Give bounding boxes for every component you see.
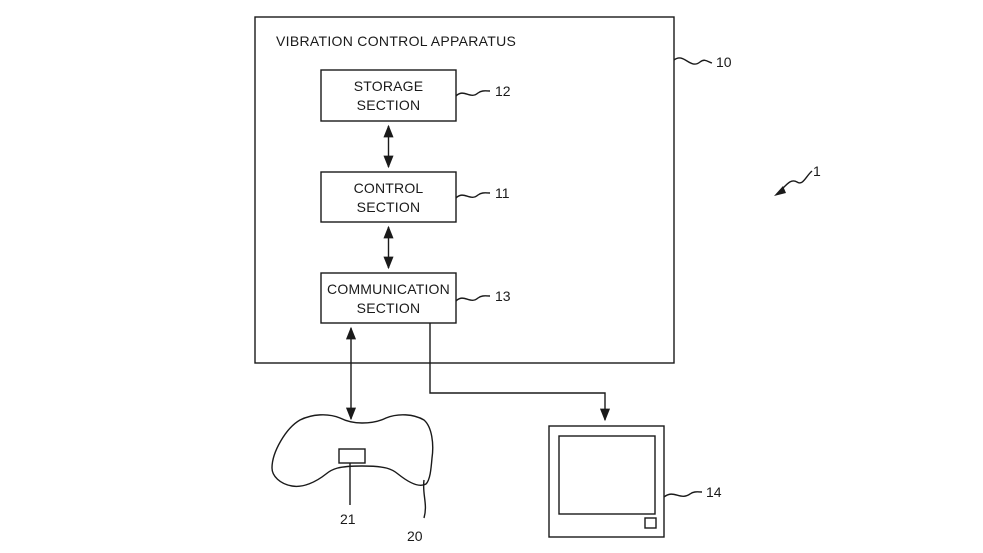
display-device-icon bbox=[548, 425, 665, 538]
control-section-box bbox=[320, 171, 457, 223]
display-button-icon bbox=[644, 517, 657, 529]
storage-ref-leader bbox=[455, 90, 491, 97]
storage-section-line1: STORAGE bbox=[354, 78, 424, 94]
communication-ref-leader bbox=[455, 295, 491, 302]
vibration-device-icon bbox=[338, 448, 366, 464]
control-section-line2: SECTION bbox=[357, 199, 421, 215]
apparatus-title: VIBRATION CONTROL APPARATUS bbox=[276, 33, 516, 49]
display-ref-label: 14 bbox=[706, 484, 722, 500]
apparatus-ref-leader bbox=[673, 57, 713, 65]
communication-section-line2: SECTION bbox=[357, 300, 421, 316]
vibrator-ref-label: 21 bbox=[340, 511, 356, 527]
display-ref-leader bbox=[663, 491, 703, 498]
control-section-line1: CONTROL bbox=[354, 180, 424, 196]
controller-ref-leader bbox=[422, 479, 427, 519]
system-ref-leader bbox=[776, 170, 813, 195]
vibration-control-apparatus-box bbox=[254, 16, 675, 364]
storage-section-line2: SECTION bbox=[357, 97, 421, 113]
communication-section-box bbox=[320, 272, 457, 324]
communication-ref-label: 13 bbox=[495, 288, 511, 304]
communication-display-line bbox=[429, 323, 611, 422]
control-ref-label: 11 bbox=[495, 185, 510, 201]
game-controller-icon bbox=[271, 414, 434, 488]
controller-ref-label: 20 bbox=[407, 528, 423, 544]
storage-ref-label: 12 bbox=[495, 83, 511, 99]
system-ref-label: 1 bbox=[813, 163, 821, 179]
control-ref-leader bbox=[455, 192, 491, 199]
communication-section-line1: COMMUNICATION bbox=[327, 281, 450, 297]
display-screen bbox=[558, 435, 656, 515]
apparatus-ref-label: 10 bbox=[716, 54, 732, 70]
system-ref-arrowhead bbox=[774, 186, 786, 196]
